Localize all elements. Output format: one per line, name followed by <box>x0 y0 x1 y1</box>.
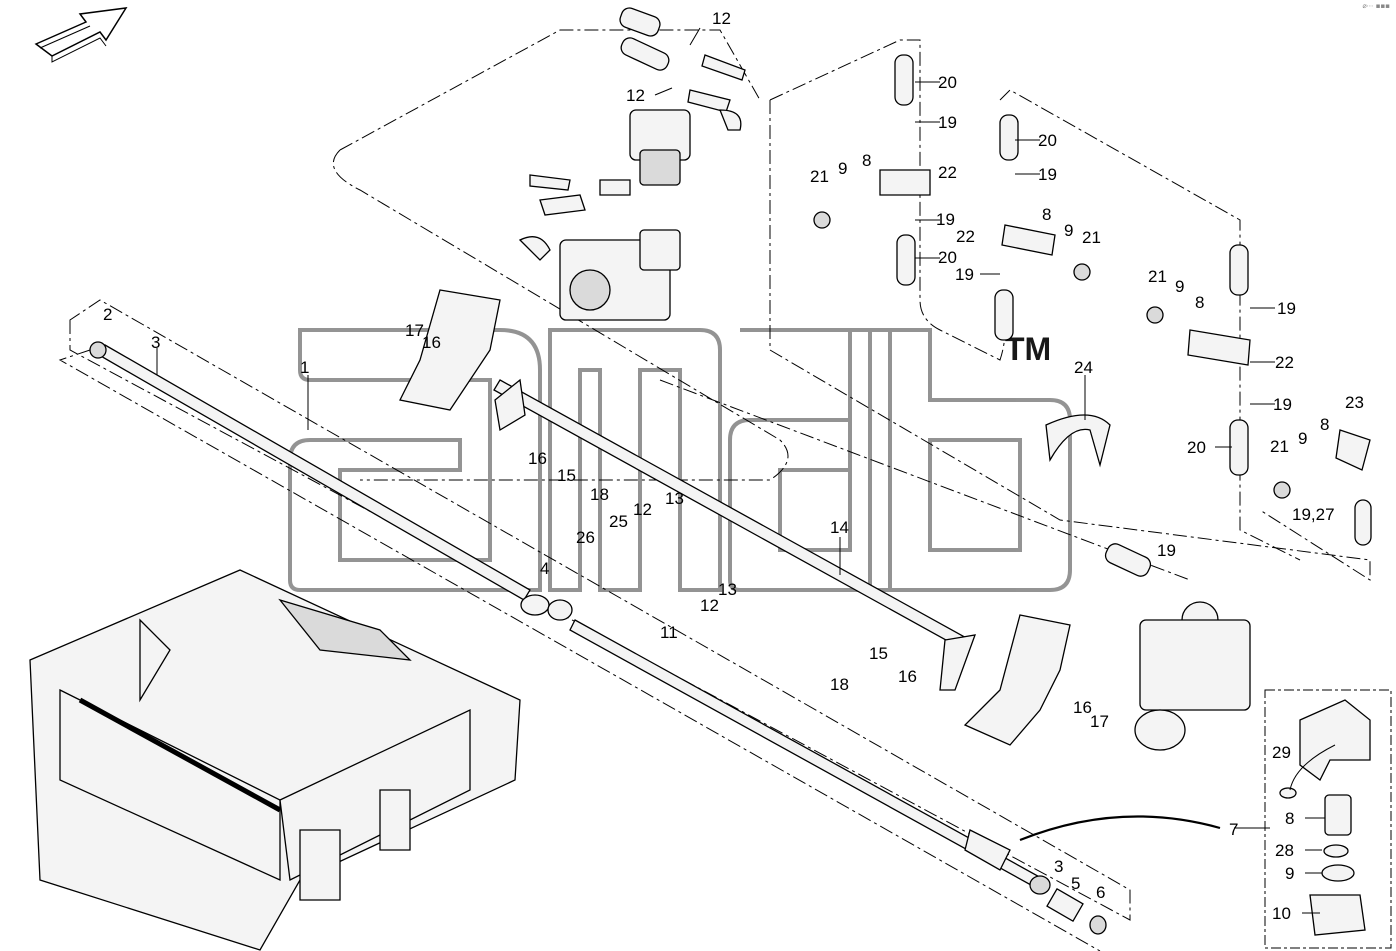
callout-19: 19 <box>938 113 957 132</box>
callout-12: 12 <box>633 500 652 519</box>
callout-28: 28 <box>1275 841 1294 860</box>
callout-22: 22 <box>1275 353 1294 372</box>
callout-9: 9 <box>1064 221 1073 240</box>
callout-19: 19 <box>1157 541 1176 560</box>
callout-5: 5 <box>1071 874 1080 893</box>
callout-3: 3 <box>1054 857 1063 876</box>
callout-21: 21 <box>1270 437 1289 456</box>
callout-19: 19 <box>1038 165 1057 184</box>
callout-4: 4 <box>540 559 549 578</box>
callout-21: 21 <box>810 167 829 186</box>
callout-11: 11 <box>660 623 678 642</box>
callout-2: 2 <box>103 305 112 324</box>
callout-22: 22 <box>938 163 957 182</box>
callout-16: 16 <box>528 449 547 468</box>
callout-10: 10 <box>1272 904 1291 923</box>
watermark: TM <box>288 328 1072 592</box>
callout-20: 20 <box>1187 438 1206 457</box>
callout-19: 19 <box>955 265 974 284</box>
callout-8: 8 <box>1195 293 1204 312</box>
corner-mark: ⌀⋯ ▪▪▪ <box>1362 2 1390 10</box>
callout-3: 3 <box>151 333 160 352</box>
callout-17: 17 <box>1090 712 1109 731</box>
callout-23: 23 <box>1345 393 1364 412</box>
callout-21: 21 <box>1148 267 1167 286</box>
callout-19-27: 19,27 <box>1292 505 1335 524</box>
spray-pipes <box>89 341 1107 935</box>
callouts: 12 12 20 19 21 9 8 22 19 20 20 19 22 8 9… <box>103 9 1364 923</box>
callout-21: 21 <box>1082 228 1101 247</box>
valve-assembly <box>518 7 746 321</box>
detail-inset <box>1019 689 1392 949</box>
callout-22: 22 <box>956 227 975 246</box>
callout-17: 17 <box>405 321 424 340</box>
callout-20: 20 <box>1038 131 1057 150</box>
spray-shields <box>399 289 1111 746</box>
callout-20: 20 <box>938 73 957 92</box>
callout-9: 9 <box>1285 864 1294 883</box>
callout-19: 19 <box>1277 299 1296 318</box>
orientation-arrow-icon <box>34 7 128 63</box>
callout-14: 14 <box>830 518 849 537</box>
callout-19: 19 <box>936 210 955 229</box>
assembly-boundaries <box>58 29 1371 951</box>
callout-29: 29 <box>1272 743 1291 762</box>
callout-8: 8 <box>1285 809 1294 828</box>
callout-16: 16 <box>898 667 917 686</box>
callout-19: 19 <box>1273 395 1292 414</box>
callout-15: 15 <box>869 644 888 663</box>
callout-7: 7 <box>1229 820 1238 839</box>
callout-6: 6 <box>1096 883 1105 902</box>
callout-12: 12 <box>626 86 645 105</box>
watermark-tm: TM <box>1005 331 1051 367</box>
callout-25: 25 <box>609 512 628 531</box>
callout-16: 16 <box>1073 698 1092 717</box>
callout-13: 13 <box>665 489 684 508</box>
callout-13: 13 <box>718 580 737 599</box>
callout-12: 12 <box>700 596 719 615</box>
callout-26: 26 <box>576 528 595 547</box>
callout-9: 9 <box>838 159 847 178</box>
callout-9: 9 <box>1298 429 1307 448</box>
callout-8: 8 <box>1320 415 1329 434</box>
callout-8: 8 <box>1042 205 1051 224</box>
callout-8: 8 <box>862 151 871 170</box>
callout-24: 24 <box>1074 358 1093 377</box>
callout-16: 16 <box>422 333 441 352</box>
callout-9: 9 <box>1175 277 1184 296</box>
hose-fittings <box>813 54 1372 751</box>
callout-20: 20 <box>938 248 957 267</box>
machine-frame <box>29 569 521 951</box>
callout-12: 12 <box>712 9 731 28</box>
callout-18: 18 <box>830 675 849 694</box>
callout-1: 1 <box>300 358 309 377</box>
callout-15: 15 <box>557 466 576 485</box>
callout-18: 18 <box>590 485 609 504</box>
